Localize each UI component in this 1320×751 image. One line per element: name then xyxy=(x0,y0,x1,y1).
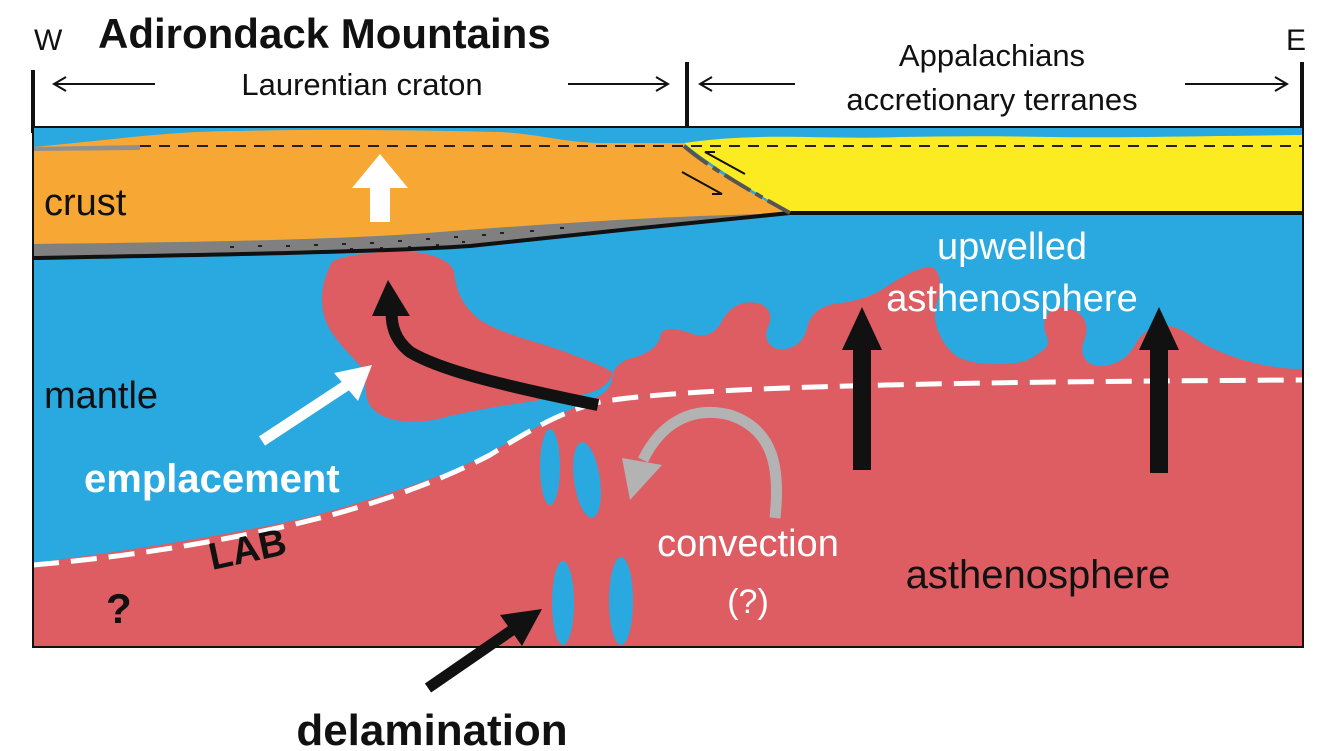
diagram-title: Adirondack Mountains xyxy=(98,10,551,57)
crust-label: crust xyxy=(44,182,127,224)
convection-uncertain-label: (?) xyxy=(727,583,769,621)
upwelling-arrow-shaft xyxy=(1150,345,1168,473)
delaminated-drip xyxy=(552,561,574,645)
uplift-arrow-shaft xyxy=(370,184,390,222)
upwelled-label: upwelled xyxy=(937,226,1087,268)
accretionary-terranes-label: accretionary terranes xyxy=(846,82,1137,117)
unknown-marker: ? xyxy=(106,585,132,632)
east-label: E xyxy=(1286,24,1306,57)
delaminated-drip xyxy=(609,557,633,645)
mantle-label: mantle xyxy=(44,375,158,417)
delamination-label: delamination xyxy=(296,706,567,751)
upwelled-asthenosphere-label: asthenosphere xyxy=(886,278,1137,320)
laurentian-craton-label: Laurentian craton xyxy=(241,67,482,102)
appalachians-label: Appalachians xyxy=(899,38,1085,73)
convection-label: convection xyxy=(657,523,839,565)
asthenosphere-label: asthenosphere xyxy=(906,553,1171,597)
west-label: W xyxy=(34,24,63,57)
upwelling-arrow-shaft xyxy=(853,345,871,470)
delaminated-drip xyxy=(540,429,560,505)
emplacement-label: emplacement xyxy=(84,457,340,501)
